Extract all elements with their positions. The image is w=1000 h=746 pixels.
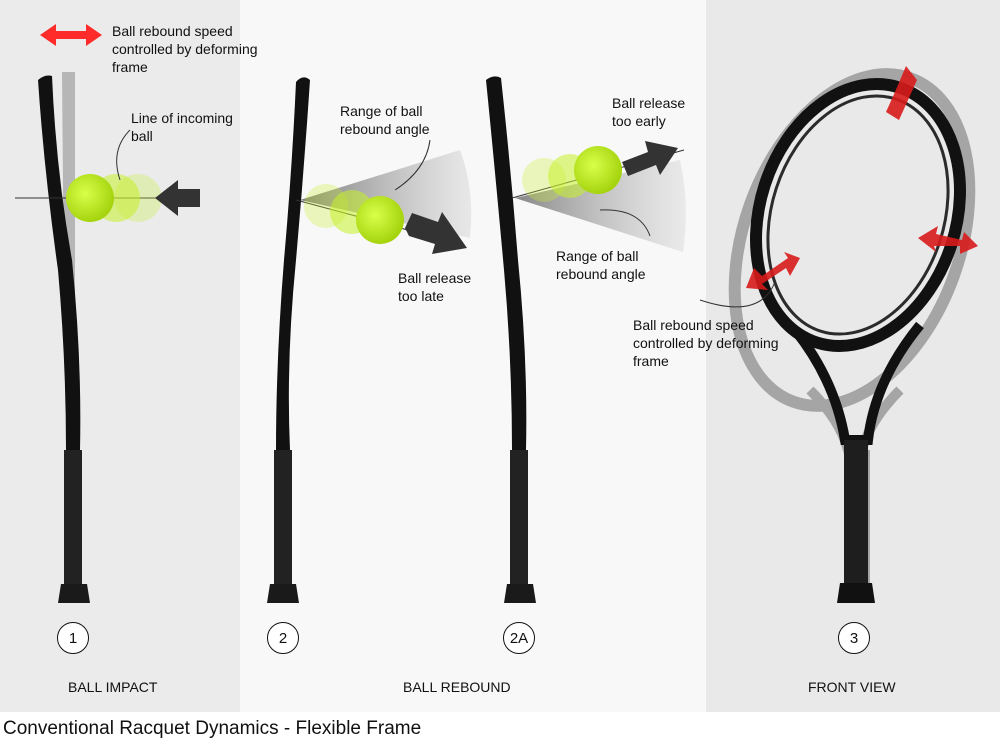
section-ball-impact: BALL IMPACT — [68, 679, 158, 695]
leader-range-2 — [394, 139, 431, 191]
label-range-angle-2: Range of ball rebound angle — [340, 103, 430, 137]
deform-arrow-right-icon — [918, 226, 978, 254]
deform-arrow-left-icon — [746, 252, 800, 290]
section-front-view: FRONT VIEW — [808, 679, 896, 695]
incoming-arrow-icon — [155, 180, 200, 216]
ball-rebound-group-2 — [304, 184, 404, 244]
label-incoming-line: Line of incoming ball — [131, 110, 233, 144]
leader-speed-right — [699, 281, 776, 308]
rebound-fan-2a — [515, 160, 686, 252]
label-release-late: Ball release too late — [398, 270, 472, 304]
label-rebound-speed-top: Ball rebound speed controlled by deformi… — [112, 23, 258, 75]
step-number-1: 1 — [57, 622, 89, 654]
ball-rebound-group-2a — [522, 146, 622, 202]
label-rebound-speed-right: Ball rebound speed controlled by deformi… — [633, 317, 779, 369]
step-number-2: 2 — [267, 622, 299, 654]
rebound-fan-2 — [300, 150, 472, 238]
diagram-canvas — [15, 24, 978, 603]
diagram-title: Conventional Racquet Dynamics - Flexible… — [3, 718, 422, 739]
racquet-side-1 — [38, 75, 90, 603]
label-release-early: Ball release too early — [612, 95, 686, 129]
racquet-side-2a — [486, 76, 536, 603]
racquet-side-2 — [267, 77, 310, 603]
leader-range-2a — [599, 209, 651, 237]
release-late-arrow-icon — [405, 212, 467, 254]
step-number-3: 3 — [838, 622, 870, 654]
section-ball-rebound: BALL REBOUND — [403, 679, 511, 695]
leader-incoming — [116, 129, 131, 181]
panel-ball-rebound — [240, 0, 706, 712]
racquet-front — [750, 78, 966, 603]
rebound-speed-arrow-icon — [40, 24, 102, 46]
release-early-arrow-icon — [622, 141, 678, 176]
label-range-angle-2a: Range of ball rebound angle — [556, 248, 646, 282]
step-number-2a: 2A — [503, 622, 535, 654]
ball-impact-group — [66, 174, 162, 222]
deform-arrow-top-icon — [886, 66, 917, 120]
panel-ball-impact — [0, 0, 240, 712]
